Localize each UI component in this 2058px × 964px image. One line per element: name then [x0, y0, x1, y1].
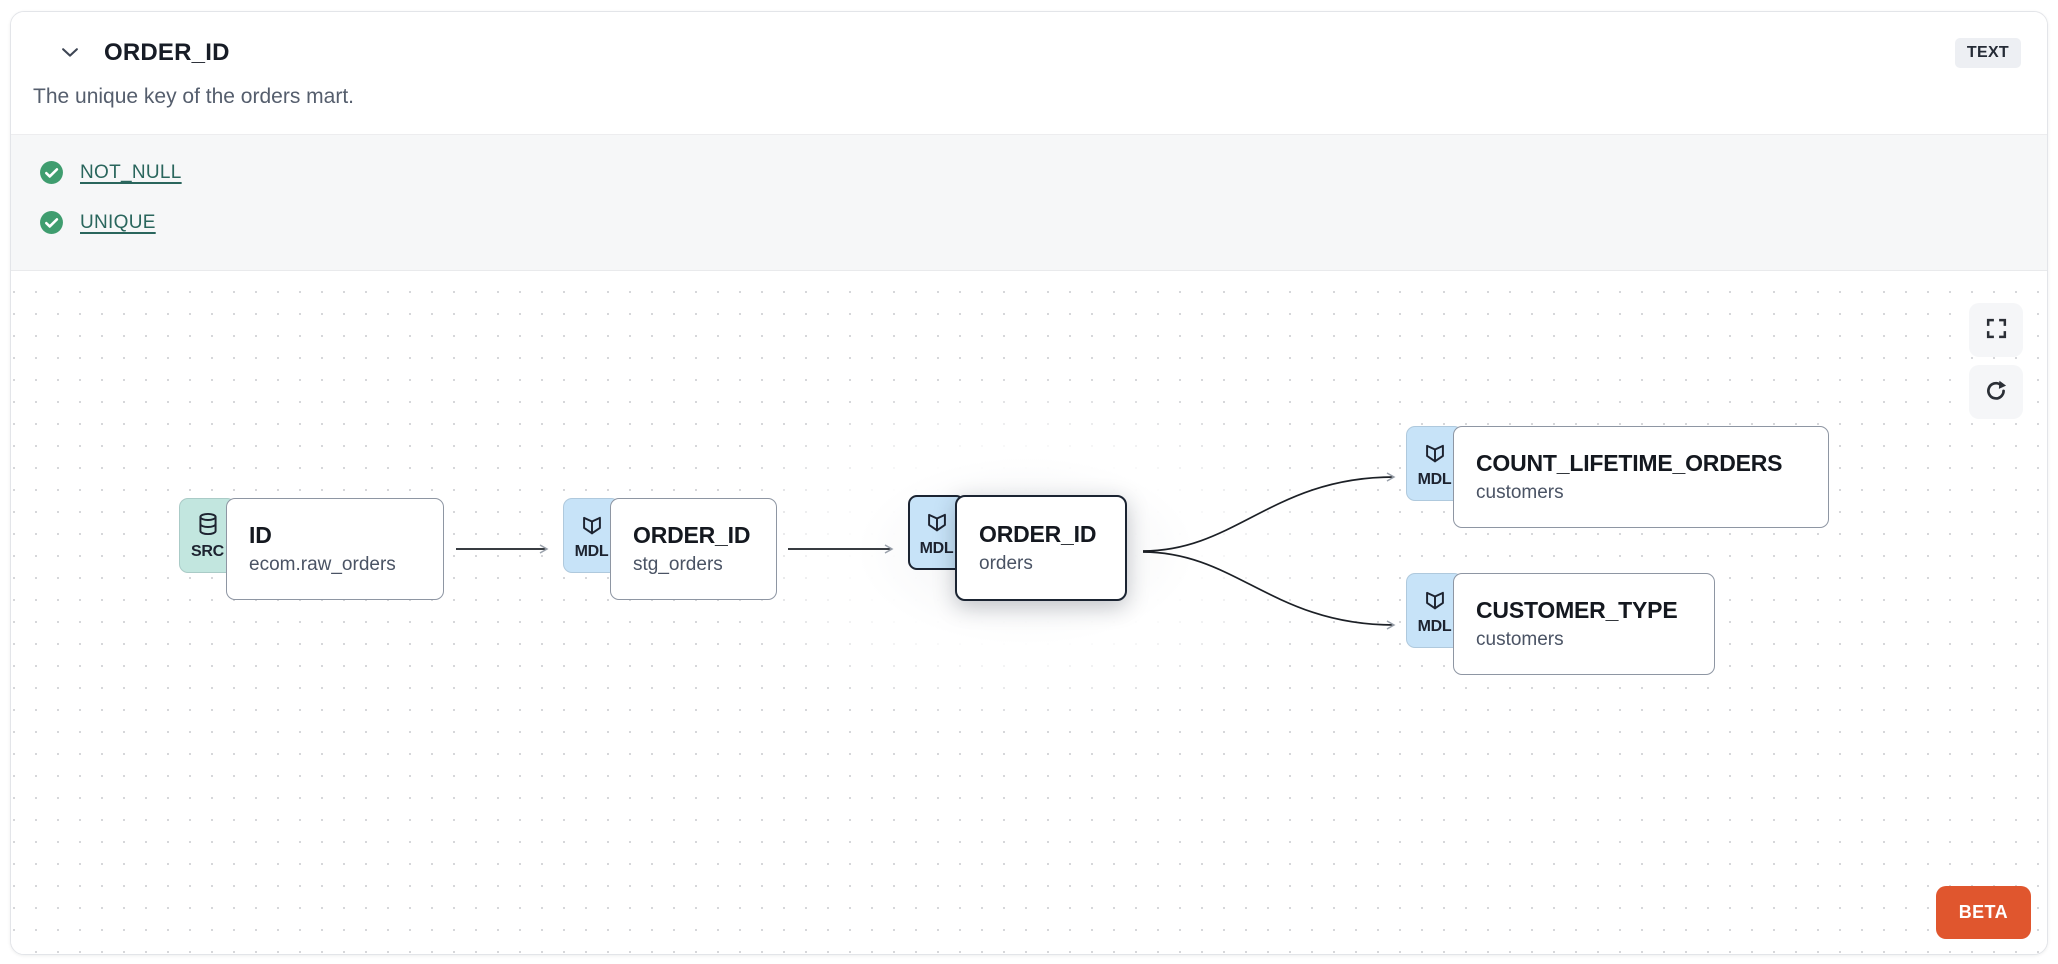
node-card: CUSTOMER_TYPE customers — [1453, 573, 1715, 675]
node-subtitle: customers — [1476, 482, 1564, 503]
model-cube-icon — [924, 508, 950, 539]
node-subtitle: orders — [979, 553, 1033, 574]
header: ORDER_ID TEXT The unique key of the orde… — [11, 12, 2047, 134]
column-description: The unique key of the orders mart. — [33, 85, 354, 108]
test-link-not-null[interactable]: NOT_NULL — [80, 161, 182, 183]
model-cube-icon — [1422, 439, 1448, 470]
model-cube-icon — [579, 511, 605, 542]
test-row: UNIQUE — [39, 210, 2019, 235]
node-title: ORDER_ID — [979, 521, 1097, 547]
lineage-node-customer-type[interactable]: MDL CUSTOMER_TYPE customers — [1406, 573, 1715, 675]
node-subtitle: customers — [1476, 629, 1564, 650]
canvas-controls — [1969, 303, 2023, 419]
tests-section: NOT_NULL UNIQUE — [11, 134, 2047, 271]
model-cube-icon — [1422, 586, 1448, 617]
badge-label: SRC — [191, 542, 224, 560]
node-title: CUSTOMER_TYPE — [1476, 597, 1678, 623]
node-card: ORDER_ID stg_orders — [610, 498, 777, 600]
node-type-badge: SRC — [179, 498, 236, 573]
beta-badge-button[interactable]: BETA — [1935, 886, 2031, 939]
lineage-node-orders-selected[interactable]: MDL ORDER_ID orders — [908, 495, 1127, 601]
lineage-node-stg-orders[interactable]: MDL ORDER_ID stg_orders — [563, 498, 777, 600]
node-title: ORDER_ID — [633, 522, 751, 548]
fullscreen-button[interactable] — [1969, 303, 2023, 357]
node-card: ORDER_ID orders — [955, 495, 1127, 601]
fullscreen-icon — [1984, 316, 2009, 344]
node-title: ID — [249, 522, 272, 548]
refresh-button[interactable] — [1969, 365, 2023, 419]
node-subtitle: stg_orders — [633, 554, 723, 575]
badge-label: MDL — [574, 542, 609, 560]
lineage-canvas[interactable]: SRC ID ecom.raw_orders MDL ORDER_ID — [11, 271, 2047, 954]
refresh-icon — [1984, 378, 2009, 406]
chevron-down-icon — [59, 41, 81, 66]
badge-label: MDL — [1417, 617, 1452, 635]
check-circle-icon — [39, 210, 64, 235]
node-subtitle: ecom.raw_orders — [249, 554, 396, 575]
column-type-badge: TEXT — [1954, 38, 2021, 68]
node-card: COUNT_LIFETIME_ORDERS customers — [1453, 426, 1829, 528]
column-details-card: ORDER_ID TEXT The unique key of the orde… — [10, 11, 2048, 955]
node-title: COUNT_LIFETIME_ORDERS — [1476, 450, 1783, 476]
edge-orders-to-ctype — [1142, 551, 1396, 630]
test-row: NOT_NULL — [39, 160, 2019, 185]
badge-label: MDL — [919, 539, 954, 557]
node-card: ID ecom.raw_orders — [226, 498, 444, 600]
collapse-button[interactable] — [58, 41, 82, 65]
test-link-unique[interactable]: UNIQUE — [80, 211, 156, 233]
page-title: ORDER_ID — [104, 39, 230, 66]
database-icon — [195, 511, 221, 542]
check-circle-icon — [39, 160, 64, 185]
lineage-node-source-id[interactable]: SRC ID ecom.raw_orders — [179, 498, 444, 600]
lineage-edges — [456, 472, 1396, 630]
lineage-node-count-lifetime-orders[interactable]: MDL COUNT_LIFETIME_ORDERS customers — [1406, 426, 1829, 528]
edge-orders-to-count — [1142, 472, 1396, 552]
badge-label: MDL — [1417, 470, 1452, 488]
